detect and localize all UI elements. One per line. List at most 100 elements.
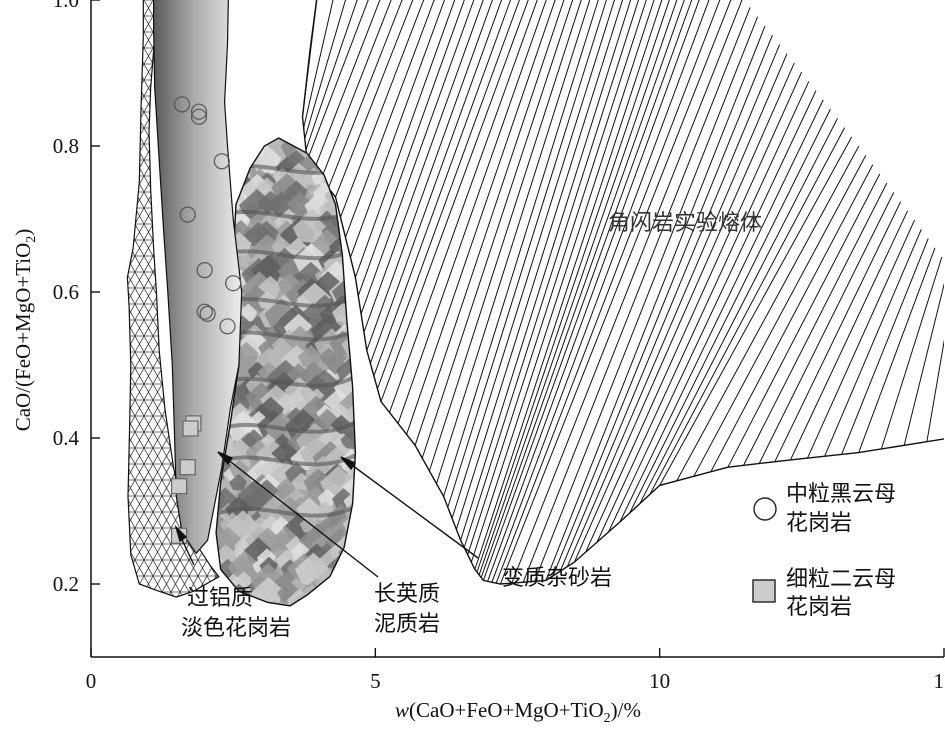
arrow-felsic [217,451,379,578]
arrowhead-peraluminous [174,524,188,543]
hatch-line [335,0,428,198]
arrow-greywacke [340,456,479,559]
series-circle-points [173,96,242,335]
hatch-line [534,16,759,582]
hatch-line [495,0,729,584]
label-felsic-line1: 长英质 [374,582,440,607]
hatch-line [304,0,357,139]
hatch-line [774,201,902,462]
hatch-line [478,0,690,576]
hatch-line [327,0,417,189]
hatch-line [360,0,488,315]
legend-circle-line1: 中粒黑云母 [786,482,896,507]
circle-point [225,275,242,292]
circle-point [196,262,213,279]
hatch-line [522,7,751,583]
hatch-line [428,0,594,472]
label-peraluminous-line1: 过铝质 [187,586,253,611]
circle-point [190,108,208,125]
hatch-line [463,0,651,548]
hatch-line [363,0,497,333]
mottle-patch [315,138,347,168]
hatch-line [421,0,586,459]
hatch-line [629,108,831,514]
mottle-patch [245,138,272,144]
hatch-line [303,0,342,128]
hatch-line [926,275,944,442]
hatch-line [903,266,944,446]
hatch-line [474,0,675,570]
mottle-streak [216,500,356,519]
mottle-patch [344,457,356,478]
hatch-line [406,0,569,435]
hatch-line [380,0,543,402]
y-tick-label: 0.2 [53,572,79,596]
hatch-line [710,164,874,473]
mottle-patch [337,582,356,606]
x-ticks: 051015 [86,648,945,693]
hatch-line [373,0,525,377]
mottle-patch [226,138,252,159]
hatch-line [639,118,838,504]
peraluminous-gradient-field [153,0,243,555]
mottle-patch [346,398,356,424]
hatch-line [345,0,449,238]
circle-point [173,96,191,113]
x-tick-label: 5 [370,669,381,693]
hatch-line [824,229,922,457]
hatch-line [608,90,817,533]
hatch-line [340,0,439,218]
hatch-line [460,0,643,541]
hatch-line [499,0,736,584]
mottle-patch [298,601,325,606]
x-tick-label: 15 [934,669,945,693]
hatch-line [676,145,860,482]
hatch-line [350,0,459,258]
legend-square-marker [752,579,776,603]
hatch-line [659,136,853,486]
hatch-line [320,0,406,180]
mottle-patch [287,191,311,215]
mottle-patch [338,448,356,472]
y-tick-label: 0.6 [53,280,79,304]
circle-point [199,305,216,322]
hatch-line [487,0,713,582]
mottle-patch [216,526,242,554]
hatch-line [476,0,683,573]
mottle-patch [338,163,356,194]
amphibolite-field-hatch [302,0,944,584]
hatch-line [313,0,395,170]
hatch-line [366,0,506,351]
square-point [182,420,199,437]
hatch-line [790,210,909,461]
square-point [171,478,188,495]
x-axis-label: w(CaO+FeO+MgO+TiO2)/% [395,698,641,726]
legend-circle-marker [753,497,777,521]
arrowhead-felsic [217,451,234,466]
hatch-line [758,192,895,464]
mottle-patch [334,600,354,606]
mottle-patch [325,151,348,172]
legend-circle-line2: 花岗岩 [786,511,852,536]
hatch-line [455,0,635,530]
hatch-line [302,0,322,117]
mottle-patch [339,566,356,596]
hatch-line [552,35,773,576]
hatch-line [880,256,943,450]
hatch-line [559,44,781,572]
mottle-patch [336,138,356,162]
circle-point [190,103,208,120]
hatch-line [545,25,766,581]
amphibolite-melt-field [301,0,944,585]
y-tick-label: 0.4 [53,426,80,450]
hatch-line [511,0,744,584]
mottle-patch [317,488,336,507]
mottle-patch [232,138,255,145]
square-point [179,459,196,476]
hatch-line [369,0,516,364]
hatch-line [573,62,795,563]
hatch-line [491,0,721,583]
mottle-patch [340,600,356,606]
legend-square-line2: 花岗岩 [786,595,852,620]
